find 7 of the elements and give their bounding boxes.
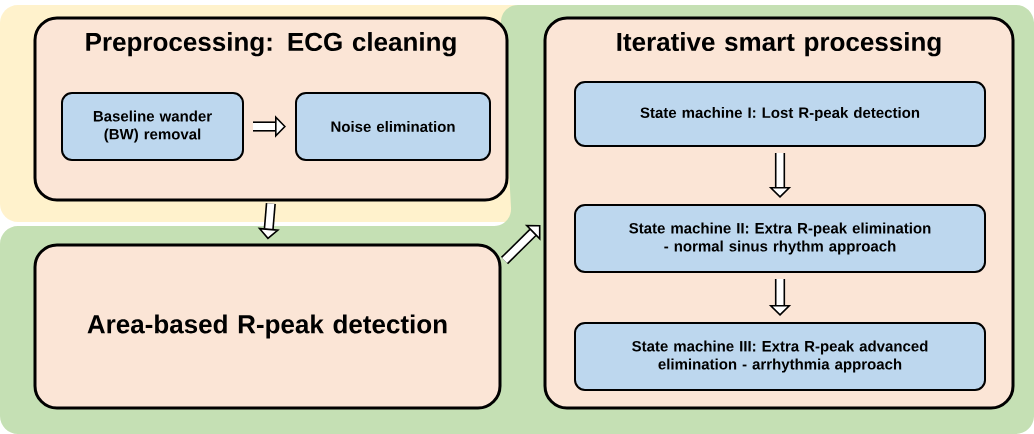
step-box: Noise elimination: [295, 92, 491, 161]
block-arrow: [500, 224, 541, 265]
step-box: State machine III: Extra R-peak advanced elimination - arrhythmia approach: [574, 322, 986, 391]
step-box: Baseline wander (BW) removal: [61, 92, 244, 161]
step-box: State machine II: Extra R-peak elimination - normal sinus rhythm approach: [574, 204, 986, 273]
stage-box: Area-based R-peak detection: [33, 243, 502, 410]
step-box: State machine I: Lost R-peak detection: [574, 81, 986, 147]
